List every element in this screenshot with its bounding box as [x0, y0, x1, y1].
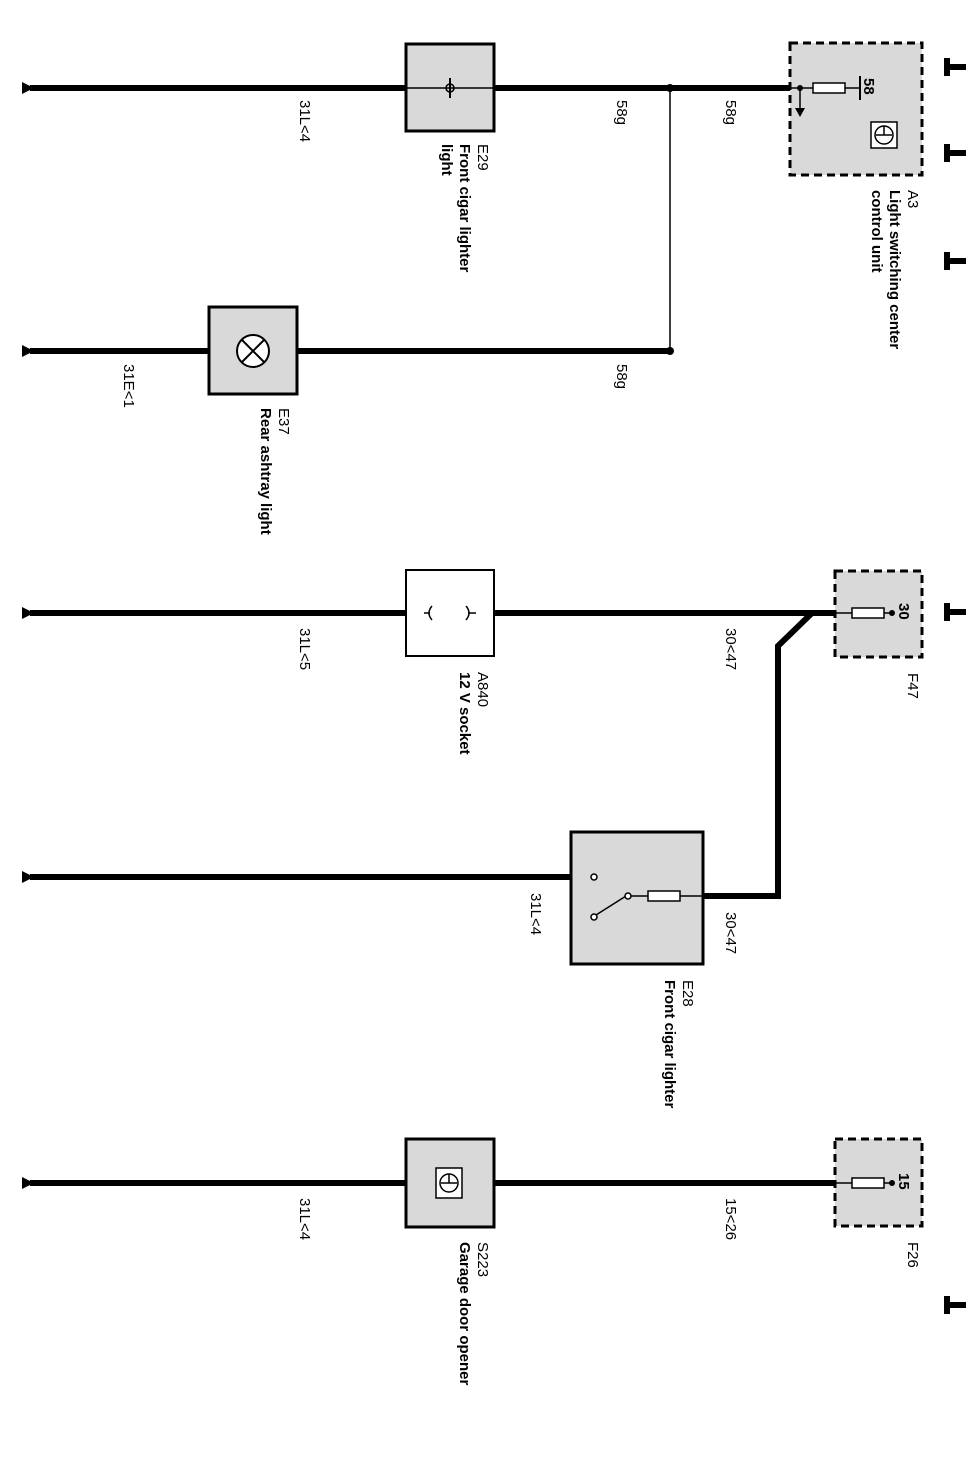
- wire-label: 30<47: [722, 912, 739, 954]
- connector-stub-3: [944, 252, 966, 270]
- f47-pin: 30: [895, 603, 912, 620]
- a3-name-2: control unit: [868, 190, 885, 273]
- e29-id: E29: [474, 144, 491, 171]
- heating-element-icon: [647, 890, 681, 902]
- e37-id: E37: [275, 408, 292, 435]
- s223-id: S223: [474, 1242, 491, 1277]
- connector-stub-4: [944, 603, 966, 621]
- f26-pin: 15: [895, 1173, 912, 1190]
- circuit-row-s223: 15 31L<4 15<26 S223 Garage door opener F…: [22, 1137, 966, 1386]
- wire-label: 31E<1: [120, 364, 137, 408]
- fuse-icon: [835, 607, 895, 619]
- junction-dot-top: [666, 84, 674, 92]
- switch-icon: [590, 873, 703, 921]
- circuit-row-a840: 30 31L<5 30<47 A840 12 V socket F47: [22, 569, 966, 755]
- e28-name: Front cigar lighter: [661, 980, 678, 1109]
- circuit-row-e28: 31L<4 30<47 E28 Front cigar lighter: [22, 610, 815, 1109]
- a3-name: Light switching center: [886, 190, 903, 349]
- wire-label: 15<26: [722, 1198, 739, 1240]
- control-unit-icon: [870, 121, 898, 149]
- wire-label: 58g: [613, 100, 630, 125]
- e29-name-2: light: [438, 144, 455, 176]
- lamp-icon: [406, 78, 494, 98]
- garage-door-opener-icon: [435, 1167, 463, 1199]
- wire-label: 58g: [722, 100, 739, 125]
- wire-e28-to-f47: [703, 610, 815, 899]
- wire-label: 31L<5: [296, 628, 313, 670]
- e28-box: [569, 830, 705, 966]
- connector-stub-1: [944, 58, 966, 76]
- a3-id: A3: [904, 190, 921, 208]
- s223-name: Garage door opener: [456, 1242, 473, 1386]
- wire-label: 30<47: [722, 628, 739, 670]
- connector-stub-5: [944, 1296, 966, 1314]
- ground-arrow-row2: [22, 345, 34, 357]
- a3-pin: 58: [860, 78, 877, 95]
- socket-icon: [408, 600, 492, 626]
- wire-label: 31L<4: [527, 893, 544, 935]
- wire-label: 31L<4: [296, 100, 313, 142]
- e29-name: Front cigar lighter: [456, 144, 473, 273]
- e37-name: Rear ashtray light: [257, 408, 274, 535]
- f47-id: F47: [904, 673, 921, 699]
- a840-id: A840: [474, 672, 491, 707]
- circuit-row-e37: 31E<1 58g E37 Rear ashtray light: [22, 305, 670, 535]
- f26-id: F26: [904, 1242, 921, 1268]
- ground-arrow-row4: [22, 871, 34, 883]
- a3-box: [788, 41, 924, 177]
- ground-arrow-row5: [22, 1177, 34, 1189]
- fuse-icon: [812, 82, 846, 94]
- bulb-icon: [236, 334, 270, 368]
- fuse-icon: [835, 1177, 895, 1189]
- connector-stub-2: [944, 144, 966, 162]
- e28-id: E28: [679, 980, 696, 1007]
- a840-name: 12 V socket: [456, 672, 473, 755]
- wire-label: 31L<4: [296, 1198, 313, 1240]
- ground-arrow-row3: [22, 607, 34, 619]
- ground-arrow-row1: [22, 82, 34, 94]
- circuit-row-e29: 31L<4 58g 58g 58 E29 Front cigar lighter…: [22, 41, 966, 355]
- wire-label: 58g: [613, 364, 630, 389]
- a3-internals: [790, 76, 898, 149]
